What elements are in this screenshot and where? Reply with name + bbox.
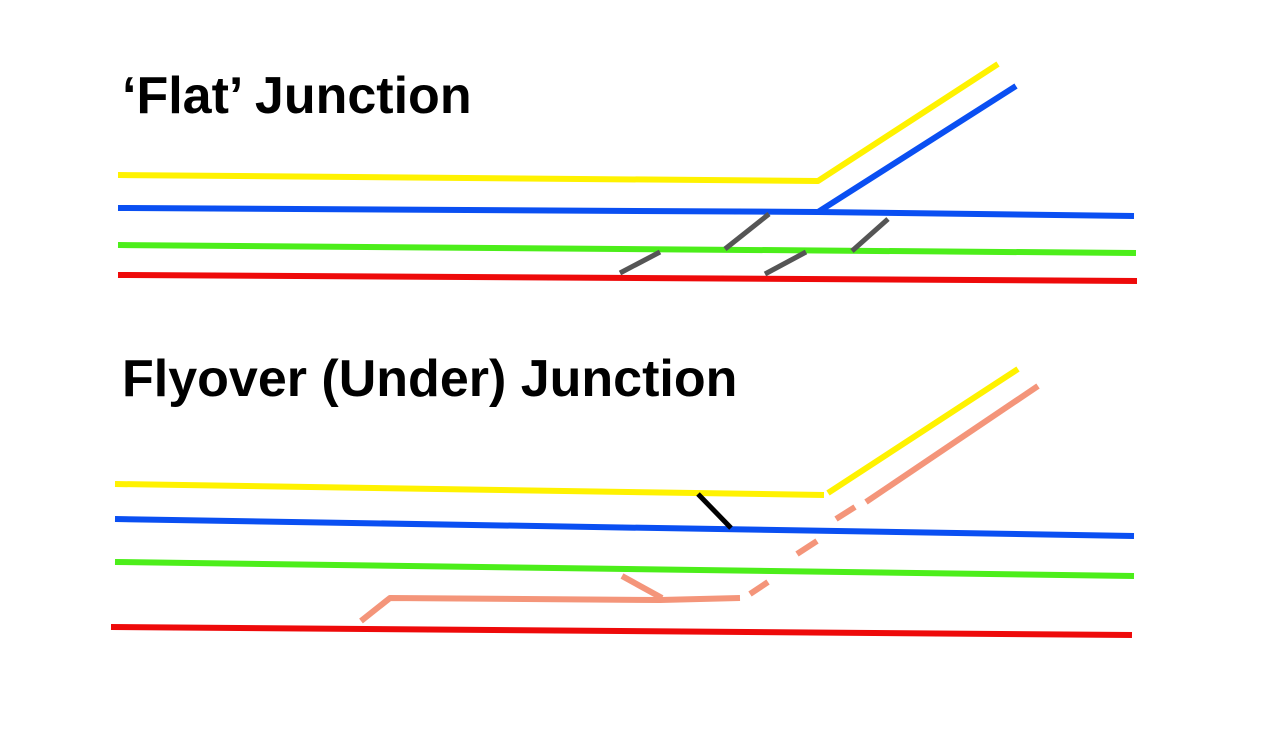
flat-yellow-track — [117, 61, 1000, 184]
flat-crossover-1 — [618, 249, 662, 276]
flyunder-track-upper — [864, 383, 1040, 505]
flyunder-dash-1 — [748, 579, 770, 597]
flyunder-track-lower — [359, 595, 741, 624]
flyover-crossover-black — [696, 492, 733, 530]
flat-crossover-3 — [763, 249, 808, 277]
flat-crossover-2 — [723, 212, 771, 251]
flyover-yellow-track — [114, 481, 825, 498]
flyunder-dash-2 — [795, 538, 819, 557]
flyover-yellow-branch — [826, 366, 1020, 496]
flyunder-spur — [620, 573, 664, 601]
flat-junction-title: ‘Flat’ Junction — [122, 67, 472, 125]
flyover-red-track — [110, 624, 1133, 638]
flyover-junction-title: Flyover (Under) Junction — [122, 350, 737, 408]
flyover-green-track — [114, 559, 1135, 579]
flat-red-track — [117, 272, 1138, 284]
flat-crossover-4 — [850, 217, 890, 253]
flyover-blue-track — [114, 516, 1135, 539]
flyover-junction-diagram: Flyover (Under) Junction — [110, 350, 1135, 638]
flat-green-track — [117, 242, 1137, 256]
flyunder-dash-3 — [834, 504, 857, 522]
flat-blue-main-extension — [817, 209, 1135, 219]
flat-junction-diagram: ‘Flat’ Junction — [117, 61, 1138, 284]
